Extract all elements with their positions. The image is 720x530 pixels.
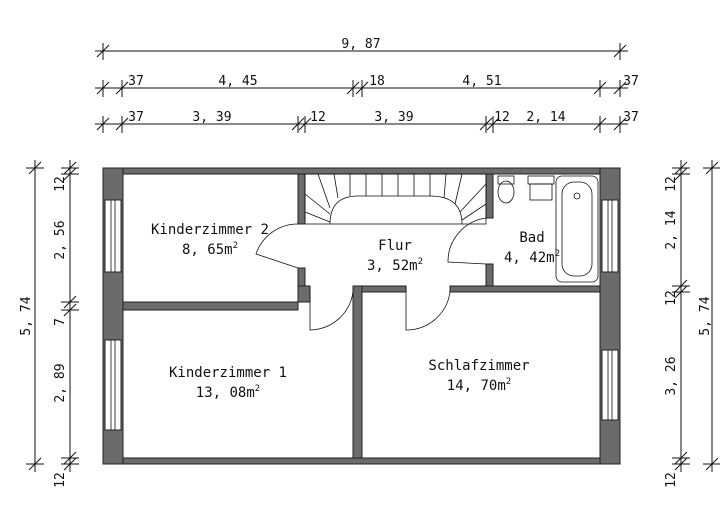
bathtub: [555, 175, 599, 283]
toilet-bowl: [497, 180, 515, 204]
doors: [255, 217, 487, 331]
walls: [102, 167, 621, 465]
dim-left-overall: 5, 74: [19, 296, 34, 335]
dim-top-row3-3: 12: [310, 110, 326, 125]
dim-left-part-3: 7: [53, 318, 68, 326]
window-bad: [601, 199, 619, 273]
dim-top-row3-2: 3, 39: [192, 110, 231, 125]
room-area-flur: 3, 52m2: [367, 257, 423, 274]
wall-flur-corner-left: [297, 285, 311, 303]
dim-right-part-4: 3, 26: [664, 356, 679, 395]
dim-top-row3-1: 37: [128, 110, 144, 125]
dim-left-part-5: 12: [53, 472, 68, 488]
dim-right-part-1: 12: [664, 176, 679, 192]
wall-flur-schlaf-left: [361, 285, 407, 293]
right-dimension-chains: 12 2, 14 12 3, 26 12 5, 74: [664, 160, 720, 488]
room-area-bad: 4, 42m2: [504, 249, 560, 266]
top-dimension-chains: 9, 87 37 4, 45 18 4, 51 37: [95, 37, 639, 133]
dim-top-row2-3: 18: [369, 74, 385, 89]
wall-kiz2-kiz1: [122, 301, 299, 311]
dim-right-part-2: 2, 14: [664, 210, 679, 249]
outer-wall-top: [102, 167, 621, 175]
toilet-cistern: [497, 175, 515, 185]
window-kiz1: [104, 339, 122, 431]
wall-flur-bad-lower: [485, 263, 494, 287]
dim-right-part-3: 12: [664, 290, 679, 306]
room-name-flur: Flur: [378, 238, 412, 254]
room-area-kinderzimmer-1: 13, 08m2: [196, 384, 260, 401]
dim-top-row2-1: 37: [128, 74, 144, 89]
dim-top-row2-5: 37: [623, 74, 639, 89]
window-schlaf: [601, 349, 619, 421]
dim-right-part-5: 12: [664, 472, 679, 488]
stair-handrail: [329, 195, 463, 225]
dim-top-row3-4: 3, 39: [374, 110, 413, 125]
dim-top-row2-2: 4, 45: [218, 74, 257, 89]
dim-right-overall: 5, 74: [698, 296, 713, 335]
stair-outline: [304, 173, 487, 225]
wall-kiz2-flur-upper: [297, 173, 306, 225]
wall-kiz1-schlaf: [352, 285, 363, 459]
dim-left-part-4: 2, 89: [53, 363, 68, 402]
room-name-kinderzimmer-1: Kinderzimmer 1: [169, 365, 287, 381]
windows: [104, 199, 619, 431]
bathtub-inner: [561, 181, 593, 277]
dim-top-overall: 9, 87: [341, 37, 380, 52]
room-name-bad: Bad: [519, 230, 544, 246]
left-dimension-chains: 5, 74 12 2, 56 7 2, 89 12: [19, 160, 79, 488]
dim-top-row3-5: 12: [494, 110, 510, 125]
door-schlaf: [405, 286, 451, 331]
door-bad: [447, 217, 487, 265]
outer-wall-bottom: [102, 457, 621, 465]
dim-top-row3-7: 37: [623, 110, 639, 125]
sink-top: [527, 175, 555, 185]
bathtub-drain: [573, 192, 581, 200]
window-kiz2: [104, 199, 122, 273]
room-name-kinderzimmer-2: Kinderzimmer 2: [151, 222, 269, 238]
room-area-kinderzimmer-2: 8, 65m2: [182, 241, 238, 258]
dim-left-part-2: 2, 56: [53, 220, 68, 259]
wall-flur-schlaf-right: [449, 285, 601, 293]
door-kiz2: [255, 223, 299, 269]
wall-flur-bad-upper: [485, 173, 494, 219]
dim-left-part-1: 12: [53, 176, 68, 192]
door-kiz1: [309, 286, 354, 331]
bathroom-fixtures: [497, 175, 599, 283]
room-area-schlafzimmer: 14, 70m2: [447, 377, 511, 394]
room-labels: Kinderzimmer 2 8, 65m2 Flur 3, 52m2 Bad …: [151, 222, 560, 401]
dim-top-row3-6: 2, 14: [526, 110, 565, 125]
room-name-schlafzimmer: Schlafzimmer: [428, 358, 529, 374]
sink-basin: [529, 183, 553, 201]
dim-top-row2-4: 4, 51: [462, 74, 501, 89]
staircase: [304, 173, 487, 225]
